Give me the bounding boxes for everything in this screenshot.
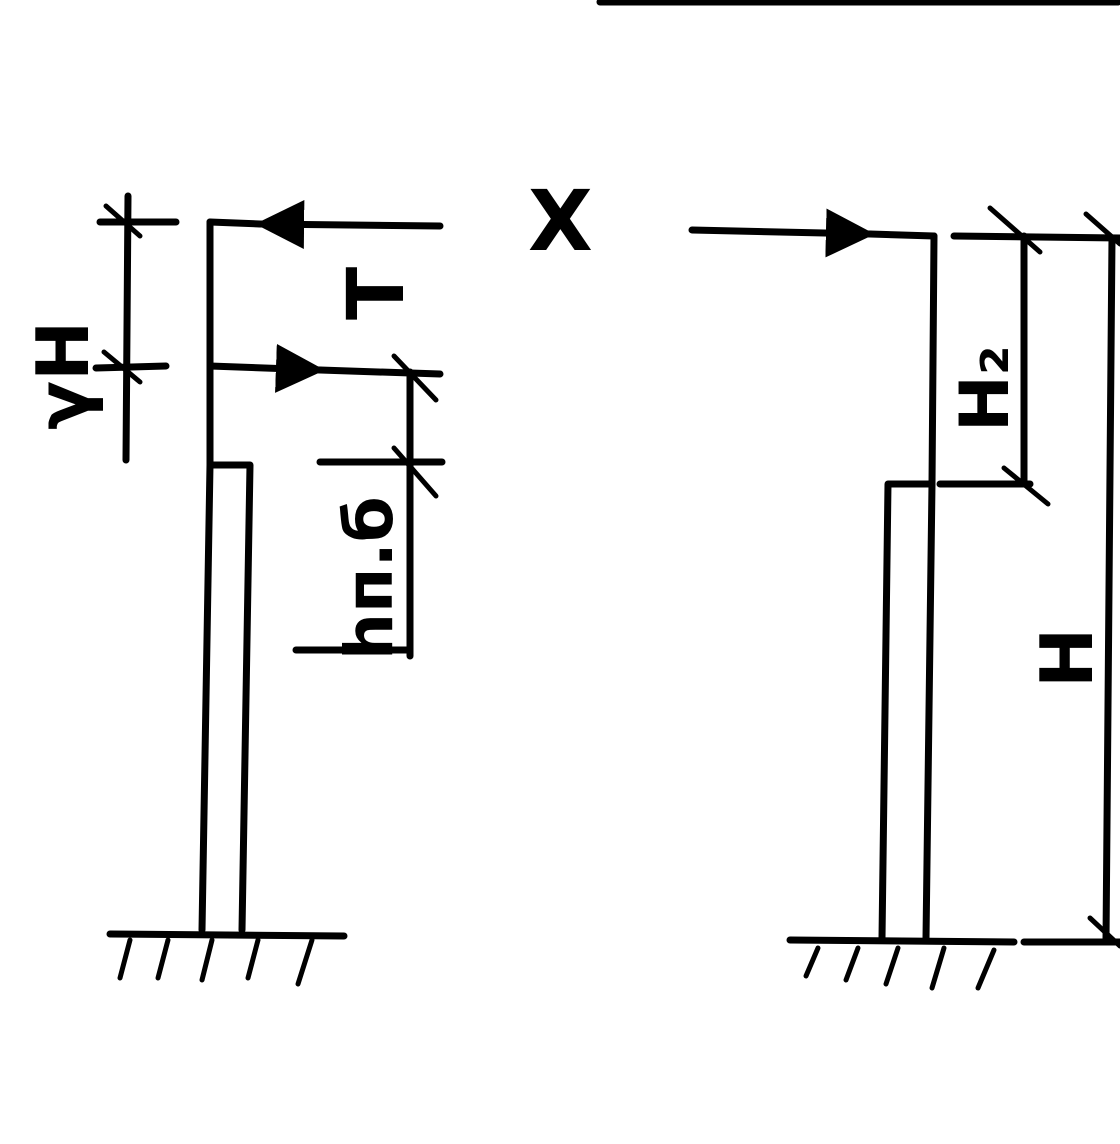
right-scheme: H₂ H: [688, 205, 1120, 991]
left-scheme: T γH hп.б: [21, 192, 446, 987]
h2-dim-slash-top: [987, 205, 1043, 255]
force-t-label: T: [332, 267, 422, 320]
h2-dim-top: [950, 232, 1120, 242]
left-ground-hatch: [117, 937, 315, 987]
unknown-x-label: X: [528, 172, 593, 270]
left-bottom-dim-label: hп.б: [331, 496, 408, 660]
right-ground-line: [786, 936, 1018, 946]
left-ground-line: [106, 930, 348, 940]
h-dim-slash-top: [1083, 211, 1120, 247]
left-dim-tick-mid: [92, 362, 170, 372]
h-dim-slash-bottom: [1087, 915, 1120, 949]
left-column-inner-line: [206, 461, 254, 934]
right-column-inner-line: [878, 480, 936, 942]
force-t-arrow-top: [255, 199, 444, 249]
right-full-dim-label: H: [1025, 628, 1109, 688]
force-t-arrow-mid: [206, 343, 325, 393]
hpb-dim-slash-top: [391, 353, 439, 403]
right-ground-hatch: [803, 945, 997, 991]
left-mid-beam: [316, 366, 444, 378]
left-column-outer-line: [198, 218, 214, 934]
right-force-arrow: [688, 208, 875, 258]
left-dim-slash-mid: [101, 349, 143, 385]
right-top-beam: [866, 230, 938, 240]
left-top-beam: [206, 218, 264, 228]
right-top-dim-label: H₂: [946, 345, 1025, 432]
left-dim-slash-top: [103, 203, 143, 239]
h-dim-vertical: [1102, 234, 1116, 944]
hpb-dim-slash-mid: [391, 445, 439, 499]
left-top-dim-label: γH: [21, 321, 105, 430]
left-dim-vertical: [122, 192, 132, 464]
right-column-outer-line: [922, 232, 938, 942]
h2-dim-slash-bottom: [1001, 465, 1051, 507]
